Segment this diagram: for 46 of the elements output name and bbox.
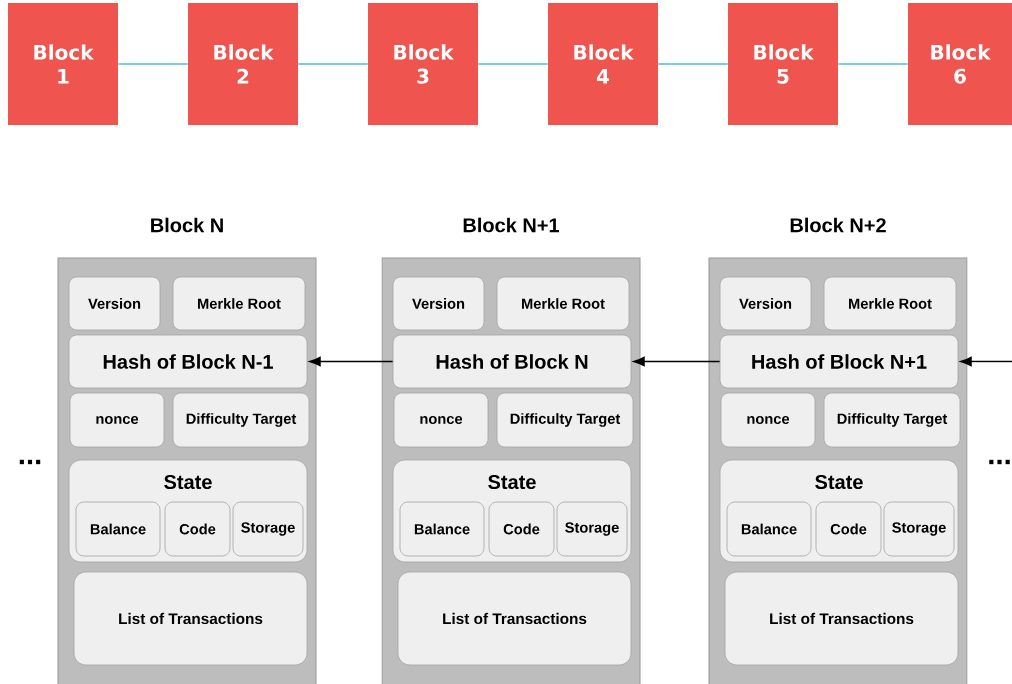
ellipsis-label: ... bbox=[989, 459, 1010, 465]
field-box: Balance bbox=[726, 501, 812, 557]
transactions-box: List of Transactions bbox=[73, 571, 308, 666]
block-box: Block 5 bbox=[728, 3, 838, 125]
arrow bbox=[960, 356, 1012, 367]
field-box: Storage bbox=[556, 501, 628, 557]
block-box: Block 3 bbox=[368, 3, 478, 125]
block-box: Block 6 bbox=[908, 3, 1012, 125]
field-box: Storage bbox=[232, 501, 304, 557]
field-box: Storage bbox=[883, 501, 955, 557]
transactions-box: List of Transactions bbox=[397, 571, 632, 666]
field-box: Code bbox=[815, 501, 882, 557]
node-label: Block N+2 bbox=[790, 217, 886, 233]
field-box: nonce bbox=[393, 392, 489, 448]
connector-line bbox=[477, 63, 549, 65]
hash-box: Hash of Block N bbox=[392, 334, 632, 389]
field-box: Merkle Root bbox=[823, 276, 957, 331]
field-box: Merkle Root bbox=[172, 276, 306, 331]
block-box: Block 2 bbox=[188, 3, 298, 125]
field-box: Code bbox=[164, 501, 231, 557]
node-label: Block N+1 bbox=[463, 217, 560, 233]
field-box: Difficulty Target bbox=[172, 392, 310, 448]
connector-line bbox=[297, 63, 369, 65]
arrow bbox=[309, 356, 394, 367]
transactions-box: List of Transactions bbox=[724, 571, 959, 666]
field-box: nonce bbox=[720, 392, 816, 448]
connector-line bbox=[837, 63, 909, 65]
block-box: Block 1 bbox=[8, 3, 118, 125]
field-box: Difficulty Target bbox=[496, 392, 634, 448]
ellipsis-label: ... bbox=[19, 459, 41, 465]
field-box: Merkle Root bbox=[496, 276, 630, 331]
field-box: Version bbox=[392, 276, 485, 331]
block-box: Block 4 bbox=[548, 3, 658, 125]
field-box: nonce bbox=[69, 392, 165, 448]
field-box: Balance bbox=[75, 501, 161, 557]
connector-line bbox=[657, 63, 729, 65]
field-box: Version bbox=[719, 276, 812, 331]
arrow bbox=[633, 356, 721, 367]
field-box: Difficulty Target bbox=[823, 392, 961, 448]
node-label: Block N bbox=[151, 217, 223, 233]
hash-box: Hash of Block N+1 bbox=[719, 334, 959, 389]
connector-line bbox=[117, 63, 189, 65]
field-box: Balance bbox=[399, 501, 485, 557]
field-box: Version bbox=[68, 276, 161, 331]
field-box: Code bbox=[488, 501, 555, 557]
hash-box: Hash of Block N-1 bbox=[68, 334, 308, 389]
